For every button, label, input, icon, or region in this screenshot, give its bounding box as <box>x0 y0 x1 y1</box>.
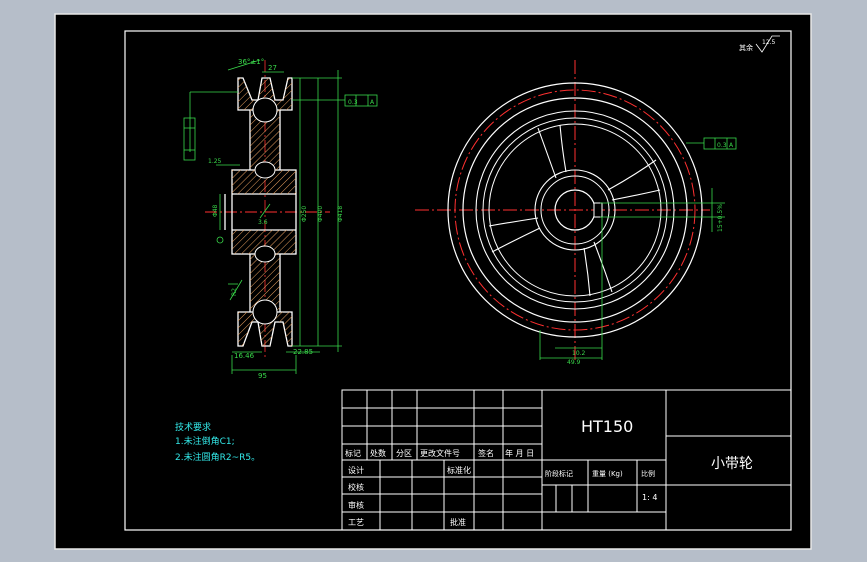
tb-label-check: 校核 <box>348 482 364 492</box>
material-label: HT150 <box>581 417 633 436</box>
dim-top-width: 27 <box>268 64 277 72</box>
dim-runout-right: 0.3 <box>717 142 727 149</box>
front-view: 10.2 49.9 0.3 A 15+0.5% <box>415 60 737 366</box>
dim-dia-3: Φ418 <box>337 206 344 222</box>
tech-req-line-1: 1.未注倒角C1; <box>175 435 235 447</box>
tb-scale-value: 1: 4 <box>642 493 657 502</box>
tb-label-standard: 标准化 <box>447 465 471 475</box>
tb-header-0: 标记 <box>345 448 361 458</box>
tech-requirements: 技术要求 1.未注倒角C1; 2.未注圆角R2~R5。 <box>175 421 260 463</box>
dim-bore: Φ48 <box>212 204 219 217</box>
dim-bottom-left: 16.46 <box>234 352 255 360</box>
dim-datum-right: A <box>729 142 734 149</box>
section-view: 36°±1° 27 0.3 A 1.25 Φ48 3.6 R2 Φ250 Φ40… <box>183 58 378 380</box>
dim-right-vertical: 15+0.5% <box>717 204 724 232</box>
part-name-label: 小带轮 <box>711 456 753 472</box>
title-block <box>341 389 792 531</box>
tb-header-3: 更改文件号 <box>420 448 460 458</box>
dim-datum-left: A <box>370 99 375 106</box>
tb-header-2: 分区 <box>396 449 412 458</box>
dim-dia-2: Φ400 <box>317 206 324 222</box>
tb-weight: 重量 (Kg) <box>592 470 623 478</box>
dim-groove-angle: 36°±1° <box>238 58 264 66</box>
drawing-sheet <box>54 13 812 550</box>
tb-label-review: 审核 <box>348 500 364 510</box>
surface-finish-note: 其余 12.5 <box>739 35 780 53</box>
tb-header-4: 签名 <box>478 448 494 458</box>
tb-stage-mark: 阶段标记 <box>545 469 573 478</box>
surface-note-value: 12.5 <box>762 39 776 46</box>
dim-left-small: 1.25 <box>208 158 222 165</box>
dim-keyway-small: 3.6 <box>258 219 268 226</box>
dim-runout-left: 0.3 <box>348 99 358 106</box>
dim-dia-1: Φ250 <box>301 206 308 222</box>
tb-header-1: 处数 <box>370 448 386 458</box>
dim-key-width: 10.2 <box>572 350 586 357</box>
dim-hub-width: 95 <box>258 372 267 380</box>
tb-scale-label: 比例 <box>641 469 655 478</box>
tb-label-process: 工艺 <box>348 518 364 527</box>
dim-key-depth: 49.9 <box>567 359 581 366</box>
tb-label-approve: 批准 <box>450 517 466 527</box>
dim-small-ann: R2 <box>231 288 238 296</box>
tb-label-design: 设计 <box>348 465 364 475</box>
dim-bottom-width: 22.85 <box>293 348 313 356</box>
tech-req-line-2: 2.未注圆角R2~R5。 <box>175 451 260 463</box>
tech-req-heading: 技术要求 <box>175 421 211 433</box>
tb-header-5: 年 月 日 <box>505 448 534 458</box>
surface-note-label: 其余 <box>739 43 753 52</box>
